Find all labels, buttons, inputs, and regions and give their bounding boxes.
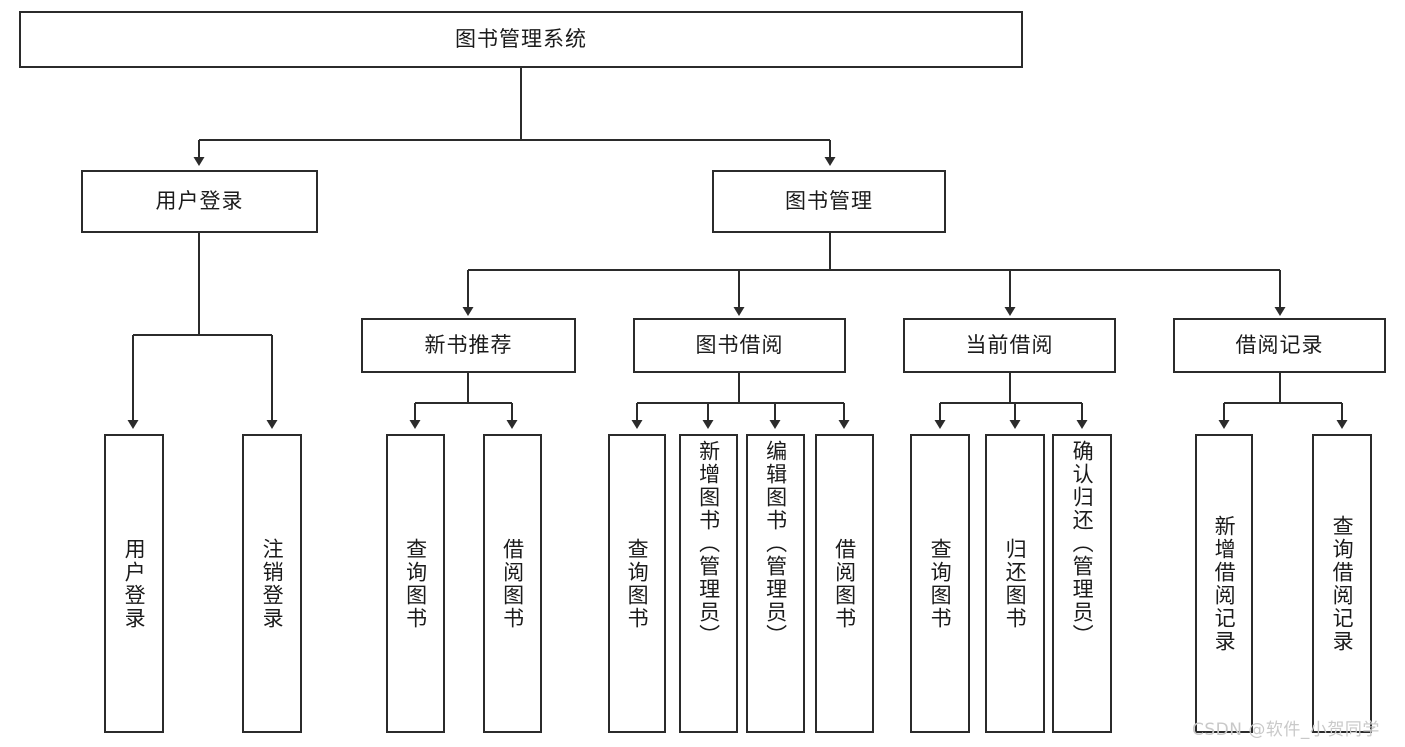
leaf-new-book-2-label: 借阅图书: [500, 537, 525, 630]
node-book-borrow-label: 图书借阅: [695, 332, 784, 357]
leaf-book-borrow-2-label: 新增图书（管理员）: [696, 440, 721, 647]
leaf-borrow-record-1[interactable]: 新增借阅记录: [1195, 434, 1253, 733]
node-new-book[interactable]: 新书推荐: [361, 318, 576, 373]
leaf-user-login-2-label: 注销登录: [260, 537, 285, 630]
leaf-book-borrow-4-label: 借阅图书: [832, 537, 857, 630]
leaf-book-borrow-1-label: 查询图书: [625, 537, 650, 630]
leaf-new-book-2[interactable]: 借阅图书: [483, 434, 542, 733]
leaf-user-login-2[interactable]: 注销登录: [242, 434, 302, 733]
leaf-new-book-1[interactable]: 查询图书: [386, 434, 445, 733]
node-book-manage-label: 图书管理: [785, 188, 873, 213]
node-current-borrow[interactable]: 当前借阅: [903, 318, 1116, 373]
leaf-book-borrow-2[interactable]: 新增图书（管理员）: [679, 434, 738, 733]
node-book-borrow[interactable]: 图书借阅: [633, 318, 846, 373]
node-book-manage[interactable]: 图书管理: [712, 170, 946, 233]
leaf-borrow-record-2[interactable]: 查询借阅记录: [1312, 434, 1372, 733]
node-root-label: 图书管理系统: [455, 26, 587, 51]
leaf-current-borrow-2[interactable]: 归还图书: [985, 434, 1045, 733]
node-user-login[interactable]: 用户登录: [81, 170, 318, 233]
leaf-borrow-record-2-label: 查询借阅记录: [1330, 514, 1355, 653]
csdn-watermark: CSDN @软件_小贺同学: [1192, 720, 1380, 740]
node-new-book-label: 新书推荐: [424, 332, 513, 357]
node-borrow-record[interactable]: 借阅记录: [1173, 318, 1386, 373]
leaf-current-borrow-1-label: 查询图书: [928, 537, 953, 630]
node-current-borrow-label: 当前借阅: [965, 332, 1054, 357]
leaf-book-borrow-1[interactable]: 查询图书: [608, 434, 666, 733]
leaf-book-borrow-3-label: 编辑图书（管理员）: [763, 440, 788, 647]
leaf-user-login-1-label: 用户登录: [122, 537, 147, 630]
node-user-login-label: 用户登录: [155, 188, 244, 213]
leaf-current-borrow-3-label: 确认归还（管理员）: [1070, 440, 1095, 647]
leaf-current-borrow-1[interactable]: 查询图书: [910, 434, 970, 733]
leaf-book-borrow-4[interactable]: 借阅图书: [815, 434, 874, 733]
leaf-borrow-record-1-label: 新增借阅记录: [1212, 514, 1237, 653]
leaf-current-borrow-3[interactable]: 确认归还（管理员）: [1052, 434, 1112, 733]
leaf-user-login-1[interactable]: 用户登录: [104, 434, 164, 733]
leaf-current-borrow-2-label: 归还图书: [1003, 537, 1028, 630]
node-root[interactable]: 图书管理系统: [19, 11, 1023, 68]
node-borrow-record-label: 借阅记录: [1235, 332, 1324, 357]
leaf-book-borrow-3[interactable]: 编辑图书（管理员）: [746, 434, 805, 733]
leaf-new-book-1-label: 查询图书: [403, 537, 428, 630]
